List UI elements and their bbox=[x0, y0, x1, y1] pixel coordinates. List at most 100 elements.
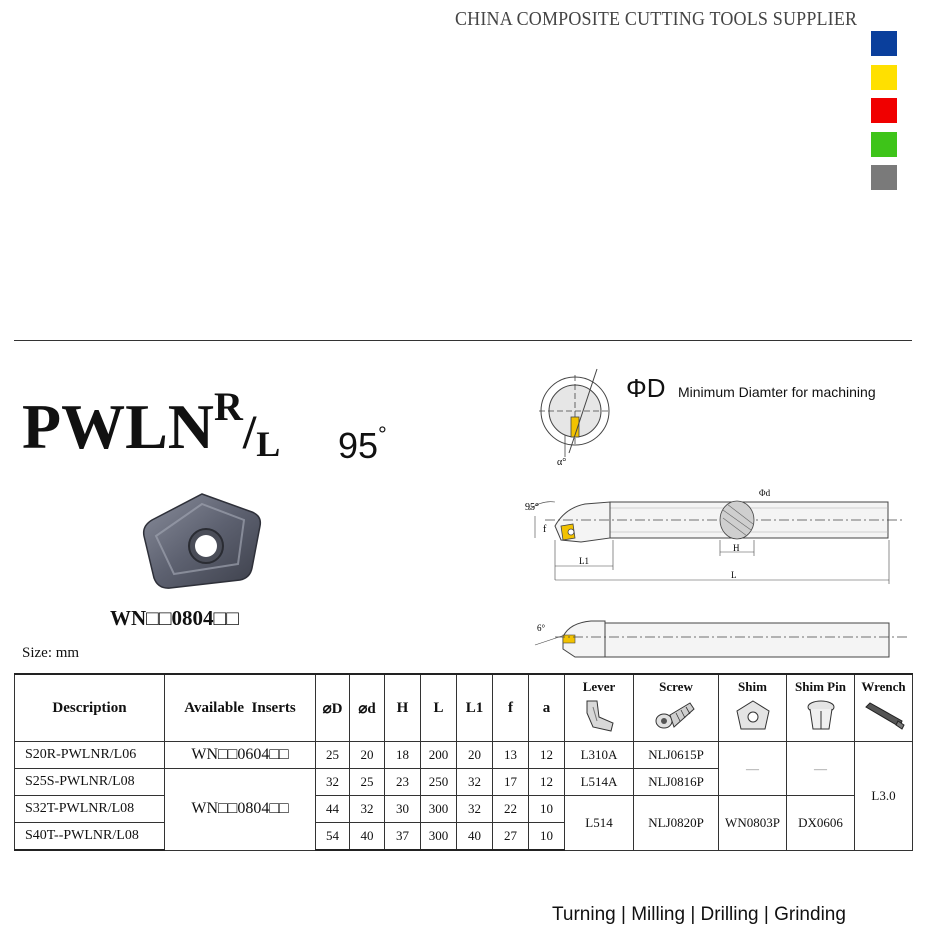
row-D: 32 bbox=[315, 768, 350, 796]
row-L1: 32 bbox=[456, 795, 493, 823]
color-swatch-yellow bbox=[871, 65, 897, 90]
product-name: PWLN bbox=[22, 391, 214, 462]
product-title: PWLNR/L bbox=[22, 387, 280, 463]
header-f: f bbox=[492, 673, 529, 742]
color-swatch-green bbox=[871, 132, 897, 157]
angle-degree: ° bbox=[378, 422, 387, 447]
row-description: S20R-PWLNR/L06 bbox=[14, 741, 165, 769]
shim-pin-dash: — bbox=[786, 741, 855, 796]
row-description: S40T--PWLNR/L08 bbox=[14, 822, 165, 851]
row-d: 40 bbox=[349, 822, 385, 851]
row-insert: WN□□0604□□ bbox=[164, 741, 316, 769]
shim-label: Shim bbox=[738, 679, 767, 694]
table-row: S20R-PWLNR/L06 WN□□0604□□ 25 20 18 200 2… bbox=[14, 741, 913, 851]
h-label: H bbox=[733, 543, 740, 553]
shim-pin-label: Shim Pin bbox=[795, 679, 846, 694]
table-row: S32T-PWLNR/L08 44 32 30 300 32 22 10 L51… bbox=[14, 795, 913, 851]
lever-icon bbox=[586, 700, 614, 732]
angle-95-label: 95° bbox=[525, 502, 539, 513]
row-D: 25 bbox=[315, 741, 350, 769]
f-label: f bbox=[543, 524, 547, 535]
row-lever-shared: L514 bbox=[564, 795, 634, 851]
row-H: 30 bbox=[384, 795, 421, 823]
hand-right: R bbox=[214, 384, 243, 429]
min-diameter-note: Minimum Diamter for machining bbox=[678, 384, 876, 400]
row-f: 22 bbox=[492, 795, 529, 823]
row-D: 44 bbox=[315, 795, 350, 823]
footer-services: Turning | Milling | Drilling | Grinding bbox=[552, 904, 846, 925]
row-lever: L514A bbox=[564, 768, 634, 796]
row-a: 10 bbox=[528, 822, 565, 851]
row-f: 13 bbox=[492, 741, 529, 769]
row-L: 200 bbox=[420, 741, 457, 769]
min-diameter-symbol: ΦD bbox=[626, 373, 666, 403]
row-insert: WN□□0804□□ bbox=[164, 768, 316, 851]
row-lever: L310A bbox=[564, 741, 634, 769]
insert-code: WN□□0804□□ bbox=[110, 606, 239, 630]
l1-label: L1 bbox=[579, 556, 589, 566]
row-f: 27 bbox=[492, 822, 529, 851]
row-description: S25S-PWLNR/L08 bbox=[14, 768, 165, 796]
section-divider bbox=[14, 340, 912, 341]
angle-value: 95 bbox=[338, 425, 379, 466]
row-H: 18 bbox=[384, 741, 421, 769]
row-screw-shared: NLJ0820P bbox=[633, 795, 719, 851]
color-swatch-gray bbox=[871, 165, 897, 190]
alpha-label: α° bbox=[557, 457, 566, 468]
row-description: S32T-PWLNR/L08 bbox=[14, 795, 165, 823]
shim-pin-icon bbox=[807, 700, 834, 730]
header-a: a bbox=[528, 673, 565, 742]
table-row: S25S-PWLNR/L08 WN□□0804□□ 32 25 23 250 3… bbox=[14, 768, 913, 851]
wrench-icon bbox=[864, 702, 905, 730]
header-D: ⌀D bbox=[315, 673, 350, 742]
row-d: 32 bbox=[349, 795, 385, 823]
header-lever: Lever bbox=[564, 673, 634, 742]
row-screw: NLJ0615P bbox=[633, 741, 719, 769]
row-shim-shared: WN0803P bbox=[718, 795, 787, 851]
header-description: Description bbox=[14, 673, 165, 742]
side-view-diagram: 6° bbox=[534, 620, 907, 658]
row-a: 12 bbox=[528, 741, 565, 769]
screw-icon bbox=[655, 702, 695, 729]
spec-table: Description Available Inserts ⌀D ⌀d H L … bbox=[14, 673, 913, 851]
row-shim-pin-shared: DX0606 bbox=[786, 795, 855, 851]
row-d: 25 bbox=[349, 768, 385, 796]
hand-slash: / bbox=[242, 406, 257, 459]
table-header-row: Description Available Inserts ⌀D ⌀d H L … bbox=[14, 673, 913, 742]
screw-label: Screw bbox=[659, 679, 693, 694]
row-L: 300 bbox=[420, 795, 457, 823]
header-screw: Screw bbox=[633, 673, 719, 742]
row-f: 17 bbox=[492, 768, 529, 796]
side-angle-label: 6° bbox=[537, 623, 546, 633]
header-L: L bbox=[420, 673, 457, 742]
row-L1: 40 bbox=[456, 822, 493, 851]
row-D: 54 bbox=[315, 822, 350, 851]
row-H: 23 bbox=[384, 768, 421, 796]
row-a: 10 bbox=[528, 795, 565, 823]
header-shim-pin: Shim Pin bbox=[786, 673, 855, 742]
row-screw: NLJ0816P bbox=[633, 768, 719, 796]
color-swatch-red bbox=[871, 98, 897, 123]
header-H: H bbox=[384, 673, 421, 742]
approach-angle: 95° bbox=[338, 422, 387, 467]
row-d: 20 bbox=[349, 741, 385, 769]
bore-section-diagram: α° bbox=[539, 368, 611, 468]
color-swatch-blue bbox=[871, 31, 897, 56]
wrench-label: Wrench bbox=[861, 679, 906, 694]
shim-icon bbox=[735, 700, 770, 730]
row-H: 37 bbox=[384, 822, 421, 851]
row-L1: 20 bbox=[456, 741, 493, 769]
insert-image bbox=[142, 493, 262, 589]
table-row: S40T--PWLNR/L08 54 40 37 300 40 27 10 bbox=[14, 822, 913, 851]
shim-dash: — bbox=[718, 741, 787, 796]
top-view-diagram: 95° f Φd H L1 L bbox=[525, 488, 903, 584]
header-wrench: Wrench bbox=[854, 673, 913, 742]
hand-left: L bbox=[256, 424, 281, 464]
lever-label: Lever bbox=[582, 679, 616, 694]
supplier-title: CHINA COMPOSITE CUTTING TOOLS SUPPLIER bbox=[455, 8, 858, 30]
header-d: ⌀d bbox=[349, 673, 385, 742]
l-label: L bbox=[731, 570, 737, 580]
row-L1: 32 bbox=[456, 768, 493, 796]
row-a: 12 bbox=[528, 768, 565, 796]
header-L1: L1 bbox=[456, 673, 493, 742]
